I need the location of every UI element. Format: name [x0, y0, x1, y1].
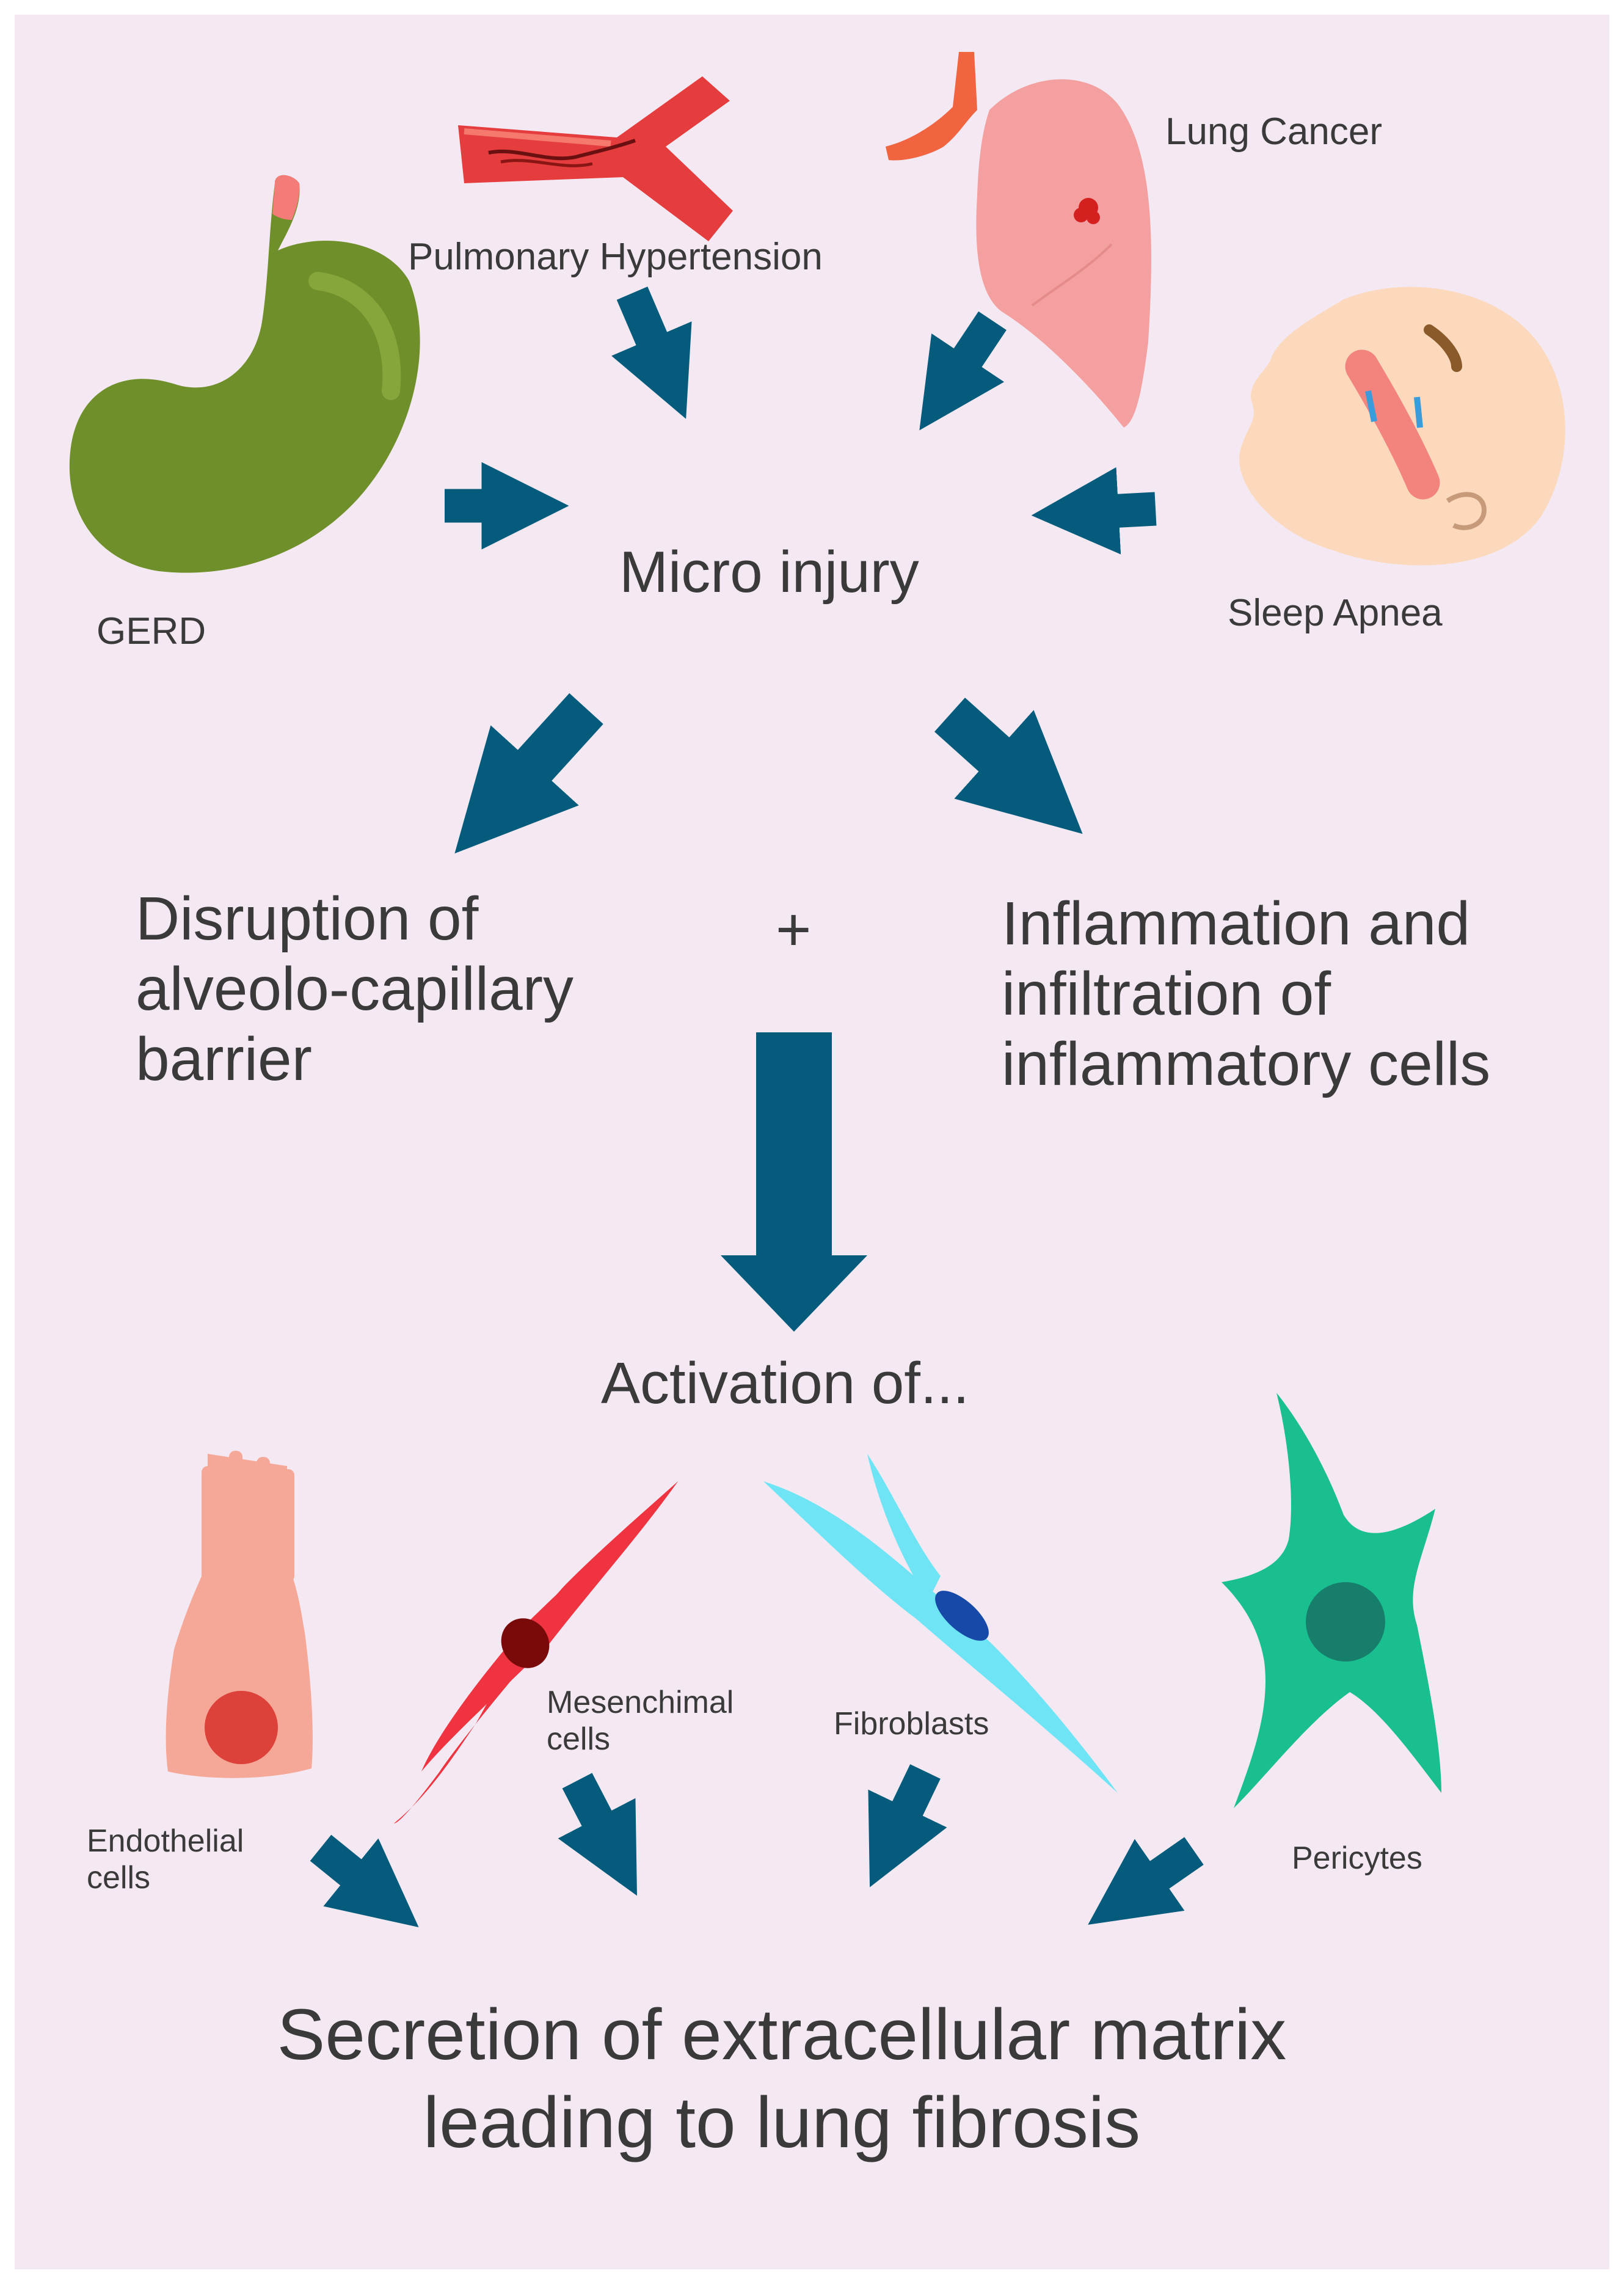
fibroblasts-label: Fibroblasts — [834, 1706, 989, 1742]
mesenchymal-cells-label: Mesenchimal cells — [547, 1685, 734, 1757]
arrow-pericyte-to-outcome — [1088, 1837, 1204, 1925]
arrow-endothelial-to-outcome — [310, 1834, 419, 1927]
endothelial-cells-label: Endothelial cells — [87, 1823, 244, 1895]
lung-cancer-label: Lung Cancer — [1165, 111, 1383, 153]
sleeping-head-icon — [1239, 286, 1565, 566]
arrow-to-barrier-disruption — [454, 693, 603, 854]
pericytes-label: Pericytes — [1292, 1841, 1422, 1876]
blood-vessel-icon — [458, 76, 733, 241]
arrow-to-inflammation — [934, 698, 1083, 834]
barrier-disruption-label: Disruption of alveolo-capillary barrier — [136, 885, 573, 1093]
sleep-apnea-label: Sleep Apnea — [1228, 592, 1443, 634]
arrow-from-lung-cancer — [919, 311, 1007, 431]
arrow-mesenchymal-to-outcome — [558, 1773, 637, 1896]
stomach-icon — [69, 175, 420, 573]
arrow-fibroblast-to-outcome — [868, 1764, 947, 1888]
pulmonary-hypertension-label: Pulmonary Hypertension — [408, 236, 823, 278]
mesenchymal-cell-icon — [394, 1481, 678, 1823]
arrow-from-pulmonary-hypertension — [611, 286, 692, 419]
outcome-label: Secretion of extracellular matrix leadin… — [277, 1994, 1287, 2163]
lung-icon — [886, 52, 1151, 428]
micro-injury-label: Micro injury — [619, 539, 919, 605]
gerd-label: GERD — [96, 610, 206, 652]
pericyte-icon — [1222, 1393, 1441, 1808]
activation-label: Activation of... — [601, 1351, 969, 1416]
inflammation-label: Inflammation and infiltration of inflamm… — [1002, 889, 1491, 1098]
endothelial-cell-icon — [166, 1451, 313, 1778]
arrow-to-activation — [721, 1032, 867, 1332]
fibroblast-icon — [763, 1454, 1118, 1793]
plus-sign: + — [776, 896, 812, 964]
arrow-from-sleep-apnea — [1031, 467, 1157, 555]
